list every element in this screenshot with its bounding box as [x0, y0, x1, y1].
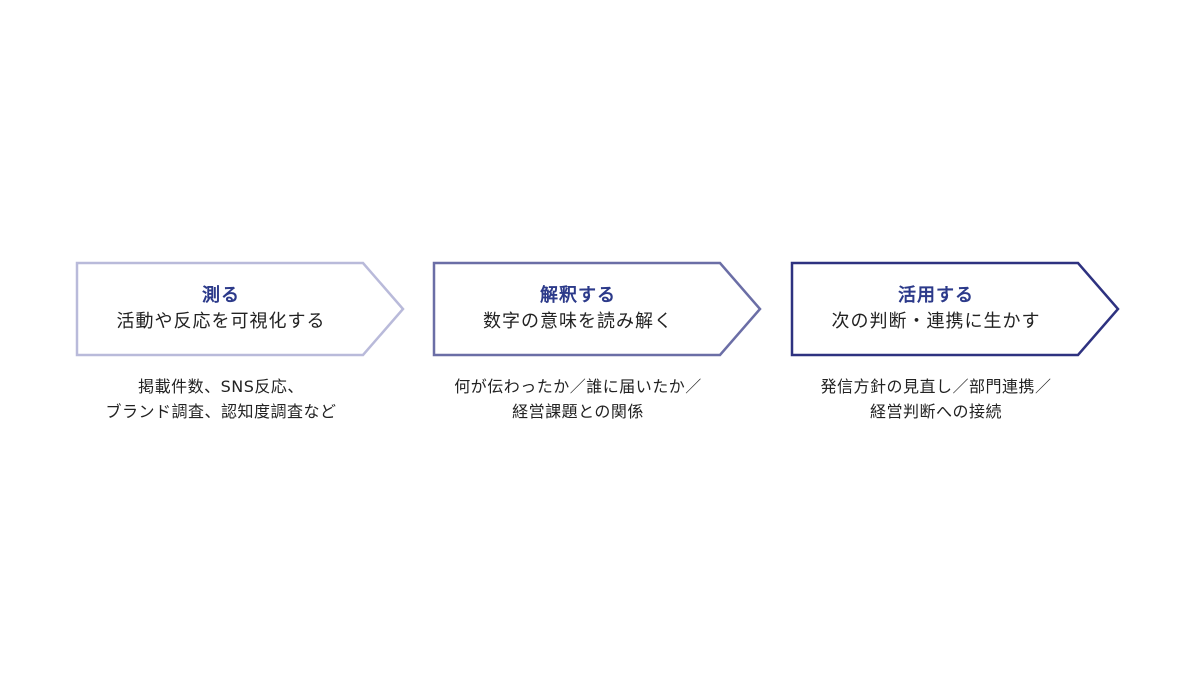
detail-line: 経営判断への接続: [869, 402, 1002, 421]
chevron-shape: [75, 261, 405, 357]
step-detail: 発信方針の見直し／部門連携／ 経営判断への接続: [791, 374, 1081, 424]
detail-line: 経営課題との関係: [512, 402, 644, 421]
step-subtitle: 数字の意味を読み解く: [483, 311, 673, 332]
detail-line: 発信方針の見直し／部門連携／: [820, 377, 1052, 396]
step-title: 活用する: [898, 285, 974, 306]
step-utilize: 活用する 次の判断・連携に生かす 発信方針の見直し／部門連携／ 経営判断への接続: [790, 261, 1121, 424]
detail-line: 掲載件数、SNS反応、: [138, 377, 304, 396]
step-measure: 測る 活動や反応を可視化する 掲載件数、SNS反応、 ブランド調査、認知度調査な…: [75, 261, 406, 424]
chevron-box: 測る 活動や反応を可視化する: [75, 261, 406, 357]
step-detail: 何が伝わったか／誰に届いたか／ 経営課題との関係: [433, 374, 723, 424]
step-interpret: 解釈する 数字の意味を読み解く 何が伝わったか／誰に届いたか／ 経営課題との関係: [432, 261, 763, 424]
detail-line: ブランド調査、認知度調査など: [105, 402, 337, 421]
chevron-box: 活用する 次の判断・連携に生かす: [790, 261, 1121, 357]
step-title: 解釈する: [540, 285, 616, 306]
chevron-shape: [432, 261, 762, 357]
step-subtitle: 次の判断・連携に生かす: [831, 311, 1041, 332]
step-title: 測る: [202, 285, 240, 306]
step-detail: 掲載件数、SNS反応、 ブランド調査、認知度調査など: [76, 374, 366, 424]
chevron-box: 解釈する 数字の意味を読み解く: [432, 261, 763, 357]
detail-line: 何が伝わったか／誰に届いたか／: [454, 377, 702, 396]
step-subtitle: 活動や反応を可視化する: [116, 311, 326, 332]
chevron-shape: [790, 261, 1120, 357]
